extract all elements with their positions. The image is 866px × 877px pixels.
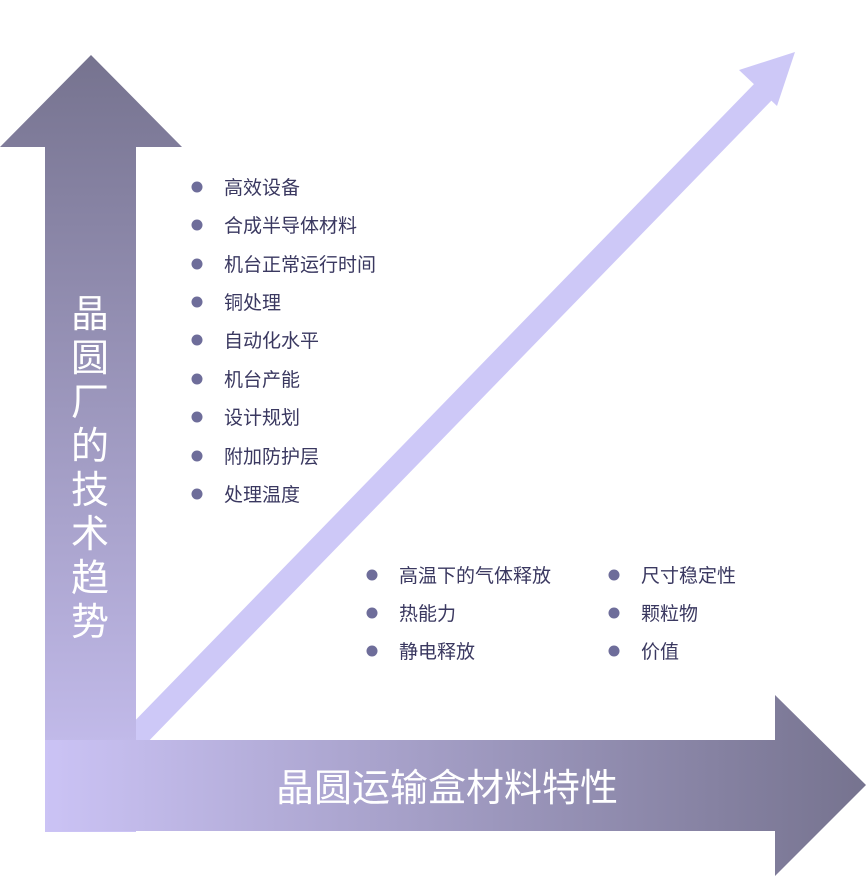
diagonal-trend-arrow xyxy=(123,52,795,750)
list-item-label: 高温下的气体释放 xyxy=(399,565,551,587)
material-property-list-2: 尺寸稳定性 颗粒物 价值 xyxy=(608,565,736,663)
list-item: 铜处理 xyxy=(191,292,281,314)
list-item-label: 价值 xyxy=(641,641,679,663)
vertical-title-char: 技 xyxy=(71,468,109,512)
list-item: 热能力 xyxy=(366,603,456,625)
list-item-label: 合成半导体材料 xyxy=(224,215,357,237)
bullet-icon xyxy=(366,645,378,657)
list-item: 高效设备 xyxy=(191,177,300,199)
bullet-icon xyxy=(608,569,620,581)
bullet-icon xyxy=(191,450,203,462)
list-item-label: 铜处理 xyxy=(224,292,281,314)
bullet-icon xyxy=(608,645,620,657)
bullet-icon xyxy=(191,411,203,423)
list-item: 设计规划 xyxy=(191,407,300,429)
list-item-label: 高效设备 xyxy=(224,177,300,199)
vertical-title-char: 厂 xyxy=(71,380,109,424)
vertical-title-char: 晶 xyxy=(71,292,109,336)
list-item: 处理温度 xyxy=(191,484,300,506)
vertical-title-char: 势 xyxy=(71,600,109,644)
bullet-icon xyxy=(191,219,203,231)
list-item-label: 附加防护层 xyxy=(224,446,319,468)
vertical-title-char: 趋 xyxy=(71,556,109,600)
bullet-icon xyxy=(191,258,203,270)
bullet-icon xyxy=(191,488,203,500)
diagonal-arrow-shaft xyxy=(123,83,772,750)
list-item: 颗粒物 xyxy=(608,603,698,625)
list-item-label: 静电释放 xyxy=(399,641,475,663)
vertical-title-char: 圆 xyxy=(71,336,109,380)
list-item-label: 机台正常运行时间 xyxy=(224,254,376,276)
vertical-axis-arrow xyxy=(0,55,182,832)
list-item-label: 热能力 xyxy=(399,603,456,625)
list-item-label: 处理温度 xyxy=(224,484,300,506)
list-item: 高温下的气体释放 xyxy=(366,565,551,587)
horizontal-axis-arrow xyxy=(45,695,866,876)
tech-trend-list: 高效设备 合成半导体材料 机台正常运行时间 铜处理 自动化水平 机台产能 设计规… xyxy=(191,177,376,506)
list-item: 尺寸稳定性 xyxy=(608,565,736,587)
list-item-label: 尺寸稳定性 xyxy=(641,565,736,587)
bullet-icon xyxy=(191,373,203,385)
list-item-label: 自动化水平 xyxy=(224,330,319,352)
vertical-axis-title: 晶圆厂的技术趋势 xyxy=(71,292,109,644)
list-item-label: 设计规划 xyxy=(224,407,300,429)
horizontal-axis-title: 晶圆运输盒材料特性 xyxy=(276,766,618,810)
list-item: 价值 xyxy=(608,641,679,663)
list-item: 附加防护层 xyxy=(191,446,319,468)
list-item: 自动化水平 xyxy=(191,330,319,352)
material-property-list-1: 高温下的气体释放 热能力 静电释放 xyxy=(366,565,551,663)
list-item-label: 颗粒物 xyxy=(641,603,698,625)
bullet-icon xyxy=(366,607,378,619)
list-item: 合成半导体材料 xyxy=(191,215,357,237)
svg-text:晶圆厂的技术趋势: 晶圆厂的技术趋势 xyxy=(71,292,109,644)
list-item: 机台正常运行时间 xyxy=(191,254,376,276)
list-item: 机台产能 xyxy=(191,369,300,391)
vertical-title-char: 术 xyxy=(71,512,109,556)
list-item: 静电释放 xyxy=(366,641,475,663)
vertical-title-char: 的 xyxy=(71,424,109,468)
bullet-icon xyxy=(366,569,378,581)
bullet-icon xyxy=(191,296,203,308)
bullet-icon xyxy=(191,181,203,193)
list-item-label: 机台产能 xyxy=(224,369,300,391)
diagonal-arrow-head xyxy=(739,52,795,106)
bullet-icon xyxy=(608,607,620,619)
bullet-icon xyxy=(191,334,203,346)
